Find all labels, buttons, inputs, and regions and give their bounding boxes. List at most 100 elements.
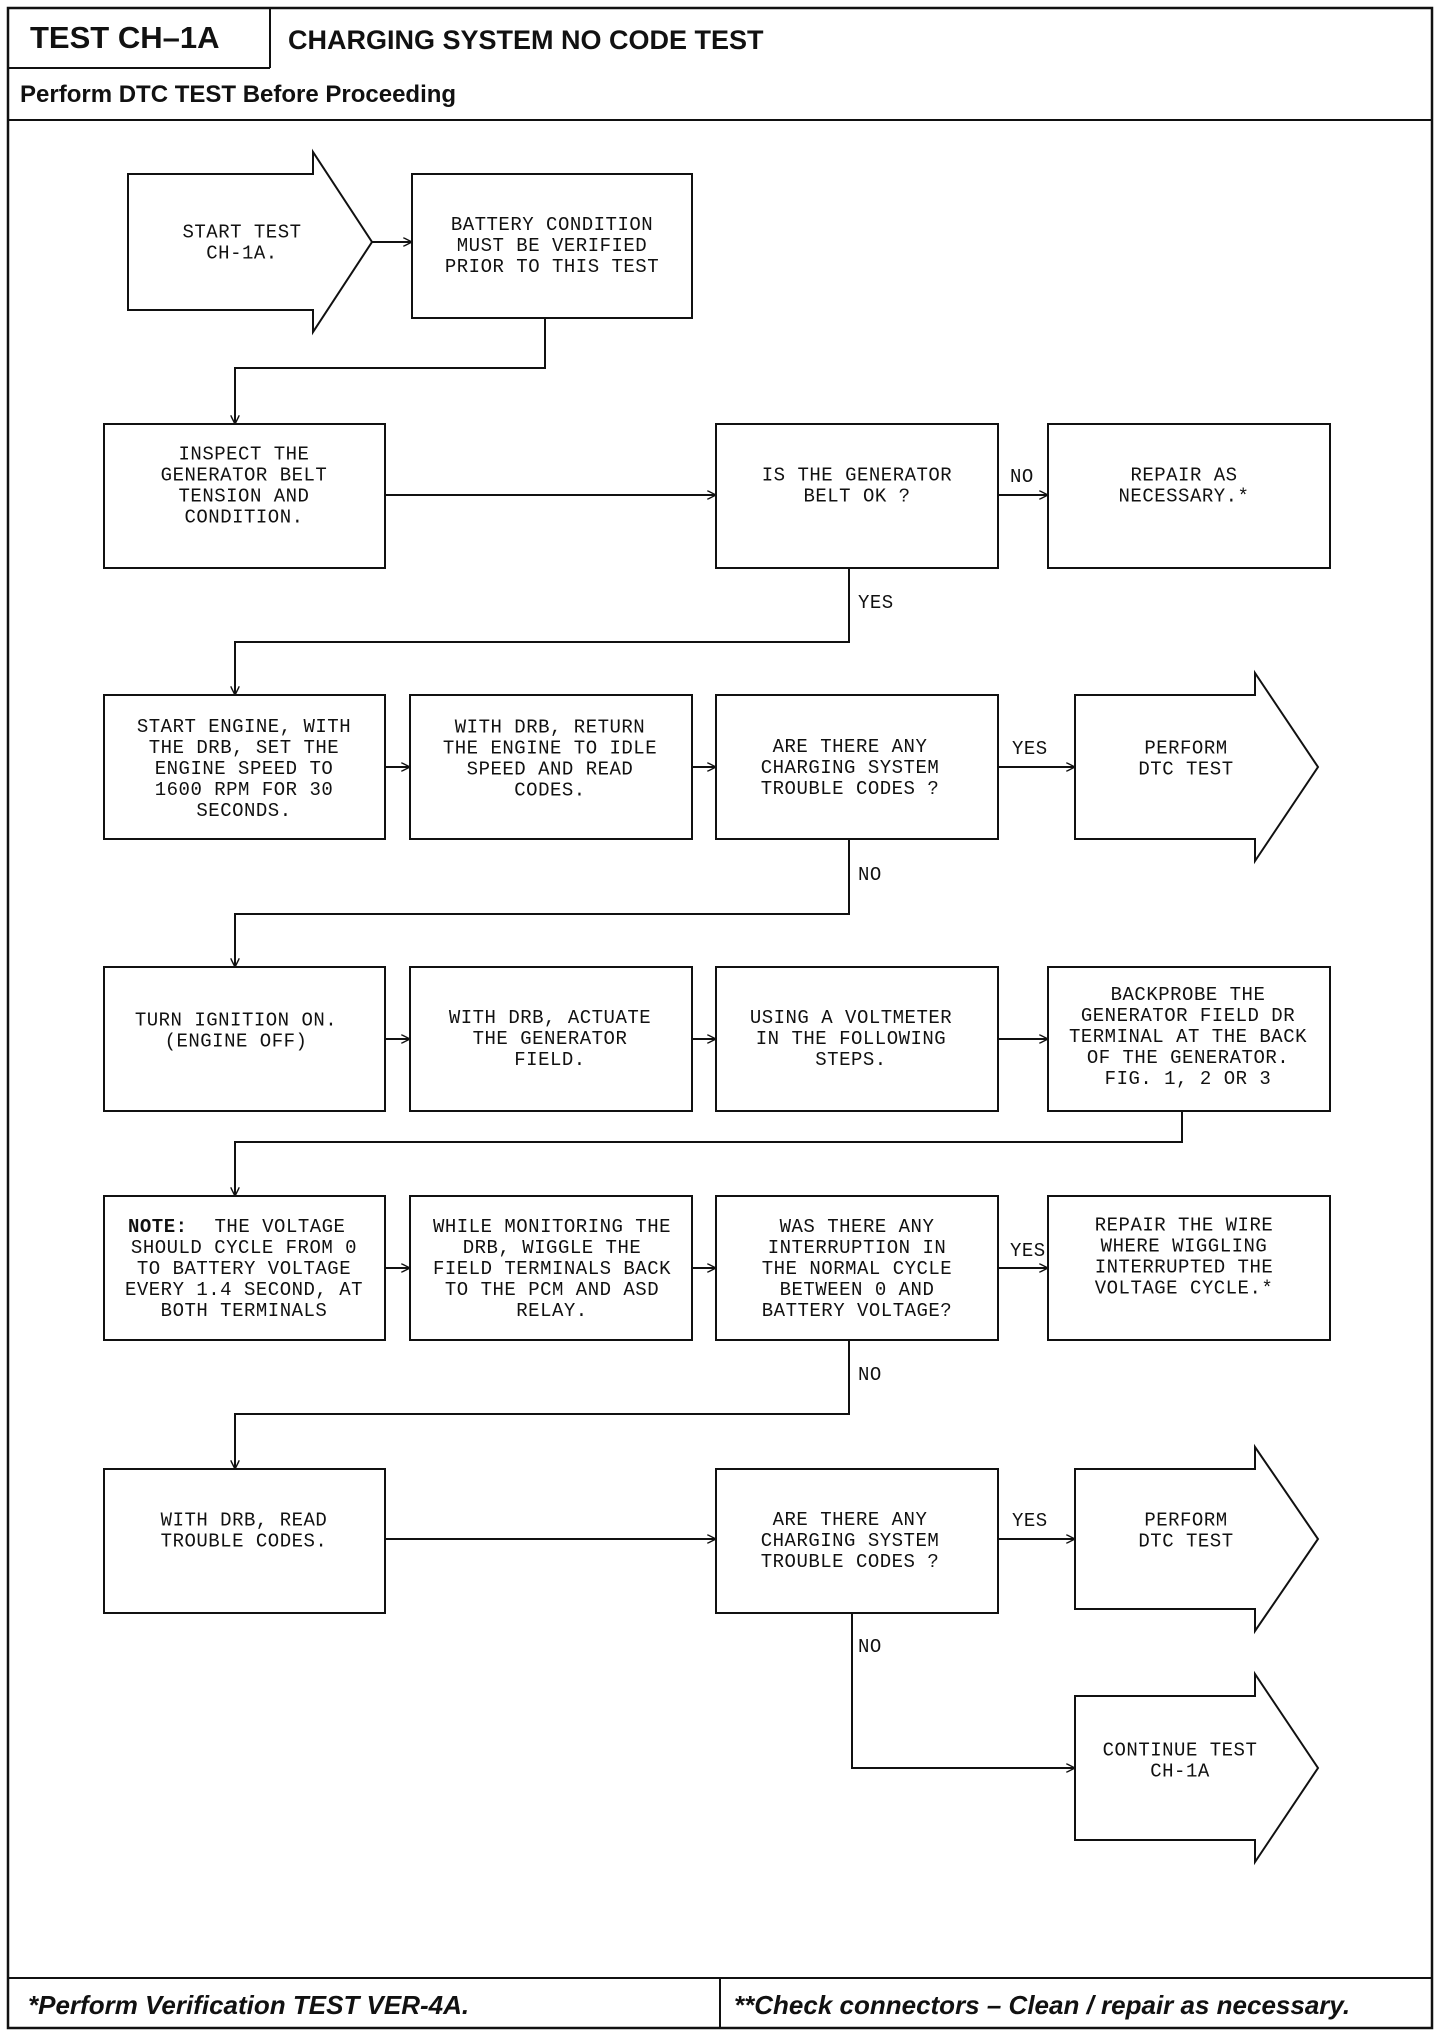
svg-text:TURN IGNITION ON.(ENGINE OFF): TURN IGNITION ON.(ENGINE OFF) [135, 1010, 337, 1053]
repair-wire-line: INTERRUPTED THE [1095, 1257, 1274, 1279]
interruption-q-line: INTERRUPTION IN [768, 1237, 947, 1259]
inspect-belt-line: GENERATOR BELT [161, 465, 328, 487]
interruption-q-line: WAS THERE ANY [780, 1216, 935, 1238]
edge-codes2-continue [851, 1612, 1075, 1768]
codes-q2-line: ARE THERE ANY [773, 1509, 928, 1531]
start-engine-line: 1600 RPM FOR 30 [155, 779, 334, 801]
backprobe-line: FIG. 1, 2 OR 3 [1105, 1068, 1272, 1090]
wiggle-line: FIELD TERMINALS BACK [433, 1258, 671, 1280]
ignition-on-line: (ENGINE OFF) [165, 1031, 308, 1053]
read-codes-line: WITH DRB, READ [161, 1510, 328, 1532]
backprobe-line: GENERATOR FIELD DR [1081, 1005, 1295, 1027]
wiggle-line: TO THE PCM AND ASD [445, 1279, 659, 1301]
belt-ok-line: BELT OK ? [803, 486, 910, 508]
voltmeter-line: USING A VOLTMETER [750, 1007, 952, 1029]
start-line: CH-1A. [206, 243, 277, 265]
perform-dtc-2-line: DTC TEST [1138, 1531, 1233, 1553]
continue-line: CONTINUE TEST [1103, 1740, 1258, 1762]
return-idle-line: WITH DRB, RETURN [455, 717, 645, 739]
page-frame [6, 6, 1434, 2030]
interruption-q-line: THE NORMAL CYCLE [762, 1258, 952, 1280]
belt-ok-line: IS THE GENERATOR [762, 465, 952, 487]
inspect-belt-line: TENSION AND [179, 486, 310, 508]
repair-belt-line: REPAIR AS [1130, 465, 1237, 487]
codes-q2-line: TROUBLE CODES ? [761, 1551, 940, 1573]
label-interrupt-no: NO [858, 1364, 882, 1386]
label-codes1-yes: YES [1012, 738, 1048, 760]
start-engine-line: ENGINE SPEED TO [155, 758, 334, 780]
footer-left: *Perform Verification TEST VER-4A. [28, 1990, 469, 2020]
perform-dtc-1-line: PERFORM [1144, 738, 1227, 760]
read-codes-line: TROUBLE CODES. [161, 1531, 328, 1553]
voltmeter-line: STEPS. [815, 1049, 886, 1071]
note-line: TO BATTERY VOLTAGE [137, 1258, 351, 1280]
inspect-belt-line: INSPECT THE [179, 444, 310, 466]
edge-interrupt-readcodes [235, 1341, 850, 1469]
edge-battery-inspect [235, 318, 546, 424]
label-belt-yes: YES [858, 592, 894, 614]
note-line: THE VOLTAGE [215, 1216, 346, 1238]
note-line: EVERY 1.4 SECOND, AT [125, 1279, 363, 1301]
perform-dtc-1-line: DTC TEST [1138, 759, 1233, 781]
voltmeter-line: IN THE FOLLOWING [756, 1028, 946, 1050]
edge-codes1-ignition [235, 840, 850, 967]
label-belt-no: NO [1010, 466, 1034, 488]
return-idle-line: SPEED AND READ [467, 759, 634, 781]
interruption-q-line: BATTERY VOLTAGE? [762, 1300, 952, 1322]
codes-q1-line: TROUBLE CODES ? [761, 778, 940, 800]
return-idle-line: CODES. [514, 780, 585, 802]
edge-beltok-startengine [235, 568, 850, 695]
perform-dtc-2-line: PERFORM [1144, 1510, 1227, 1532]
repair-wire-line: WHERE WIGGLING [1101, 1236, 1268, 1258]
label-codes2-no: NO [858, 1636, 882, 1658]
actuate-field-line: FIELD. [514, 1049, 585, 1071]
repair-belt-line: NECESSARY.* [1119, 486, 1250, 508]
test-subtitle: Perform DTC TEST Before Proceeding [20, 81, 456, 108]
start-engine-line: START ENGINE, WITH [137, 716, 351, 738]
inspect-belt-line: CONDITION. [184, 507, 303, 529]
edge-backprobe-note [235, 1112, 1183, 1196]
label-codes2-yes: YES [1012, 1510, 1048, 1532]
note-line: SHOULD CYCLE FROM 0 [131, 1237, 357, 1259]
test-id: TEST CH–1A [30, 20, 219, 55]
wiggle-line: DRB, WIGGLE THE [463, 1237, 642, 1259]
continue-line: CH-1A [1150, 1761, 1210, 1783]
wiggle-line: WHILE MONITORING THE [433, 1216, 671, 1238]
note-line: BOTH TERMINALS [161, 1300, 328, 1322]
